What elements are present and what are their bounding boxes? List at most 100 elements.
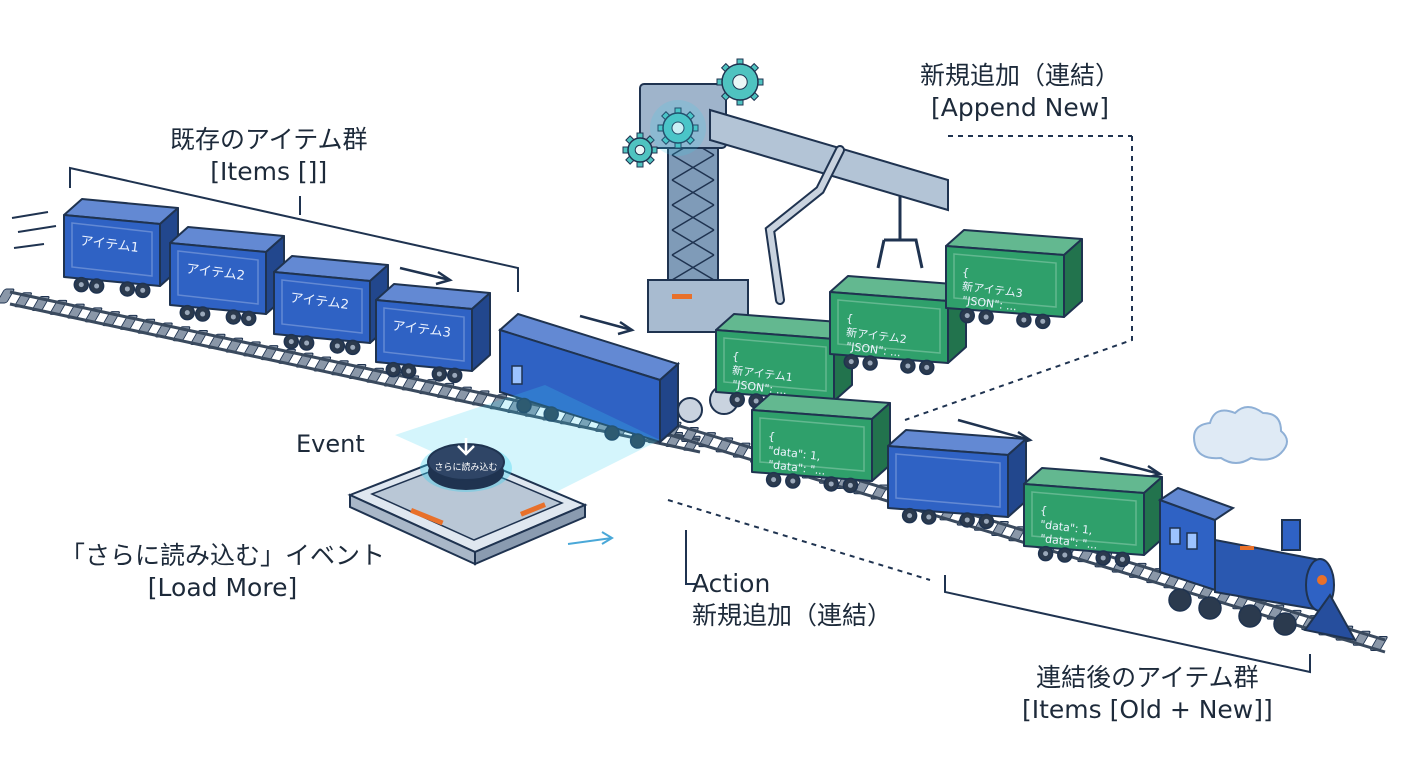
motion-arrow [1099,456,1161,476]
crane-base-light [672,294,692,299]
event-tag: Event [296,430,365,458]
gear-hub [634,144,646,156]
loco-window [1169,527,1181,545]
wheel-hub [78,282,84,288]
wheel-hub [124,286,130,292]
load-more-code: [Load More] [147,573,298,602]
motion-arrow-head [617,320,635,336]
car-panel [759,417,865,472]
crane-boom [709,108,949,212]
wheel-hub [436,371,442,377]
car-label-text: { [767,430,776,444]
load-more-button-label: さらに読み込む [434,461,497,473]
button-glow-beam [395,385,660,500]
tower-truss [671,254,715,281]
loco-wheel [1238,604,1262,628]
download-arrow-icon [457,438,475,456]
motion-arrow [399,266,451,282]
tower-truss [671,154,715,181]
loco-headlight [1317,575,1327,585]
carriage-wheel [516,397,532,414]
gear-hub [732,74,748,90]
existing-item-car: アイテム3 [375,283,491,384]
car-label-text: { [1039,504,1048,518]
existing-bracket [69,166,519,292]
crane-machine [622,58,949,333]
merged-items-label: 連結後のアイテム群 [Items [Old + New]] [1022,662,1273,726]
device-side [474,503,586,566]
car-panel [1031,491,1137,546]
wheel-hub [1040,318,1046,324]
merged-items-title: 連結後のアイテム群 [1036,663,1259,692]
device-arrow [567,537,613,545]
merged-bracket [944,575,1311,674]
device-arrow-head [601,531,614,545]
append-dashed-link [904,136,1133,421]
wheel-hub [304,340,310,346]
loco-wheel [1198,596,1222,620]
wheel-hub [350,344,356,350]
wheel-hub [200,311,206,317]
wheel-hub [907,513,913,519]
wheel-hub [1021,317,1027,323]
carriage-wheel [604,425,620,441]
loco-wheel [1273,612,1297,636]
existing-item-car: アイテム2 [273,255,389,356]
wheel-hub [452,372,458,378]
loco-cowcatcher [1303,593,1357,642]
wheel-hub [390,367,396,373]
smoke-cloud [1193,406,1288,464]
crane-claw [876,238,924,269]
car-end [1063,238,1083,318]
wheel-hub [1043,551,1049,557]
wheel-hub [964,517,970,523]
wheel-hub [406,368,412,374]
rail-tie [0,288,15,304]
loco-chimney [1281,519,1301,551]
wheel-hub [983,518,989,524]
wheel-hub [847,482,853,488]
gear-hub [671,121,685,135]
speed-line [13,243,45,249]
loco-roof [1157,486,1236,522]
existing-item-car: アイテム2 [169,226,285,327]
motion-arrow [957,418,1031,442]
action-label: Action 新規追加（連結） [692,568,892,632]
carriage-wheel [629,433,646,449]
car-label-text: { [961,266,970,280]
action-subtitle: 新規追加（連結） [692,601,893,630]
device-accent [520,502,546,517]
wheel-hub [753,398,759,404]
wheel-hub [848,359,854,365]
carriage-window [511,365,523,385]
car-panel [71,222,153,277]
append-new-code: [Append New] [931,93,1109,122]
car-label-text: アイテム2 [185,262,245,284]
car-panel [281,279,363,334]
loco-window [1186,532,1198,550]
existing-end-carriage [498,312,739,449]
new-item-car: {新アイテム2"JSON": ... [829,275,967,376]
car-panel [895,453,1001,508]
wheel-hub [964,313,970,319]
upper-track [0,288,701,454]
wheel-hub [1119,556,1125,562]
wheel-hub [734,397,740,403]
motion-arrow [579,314,633,332]
wheel-hub [828,481,834,487]
merged-item-car [887,429,1027,530]
device-accent [410,507,444,526]
append-new-label: 新規追加（連結） [Append New] [920,60,1120,124]
wheel-hub [867,360,873,366]
wheel-hub [246,315,252,321]
steam-locomotive [1157,406,1357,642]
wheel-hub [983,314,989,320]
car-panel [383,307,465,362]
existing-items-code: [Items []] [210,157,328,186]
wheel-hub [924,364,930,370]
coupler [677,397,703,423]
speed-line [11,211,49,219]
tower-truss [671,229,715,256]
annotation-brackets [11,135,1311,674]
